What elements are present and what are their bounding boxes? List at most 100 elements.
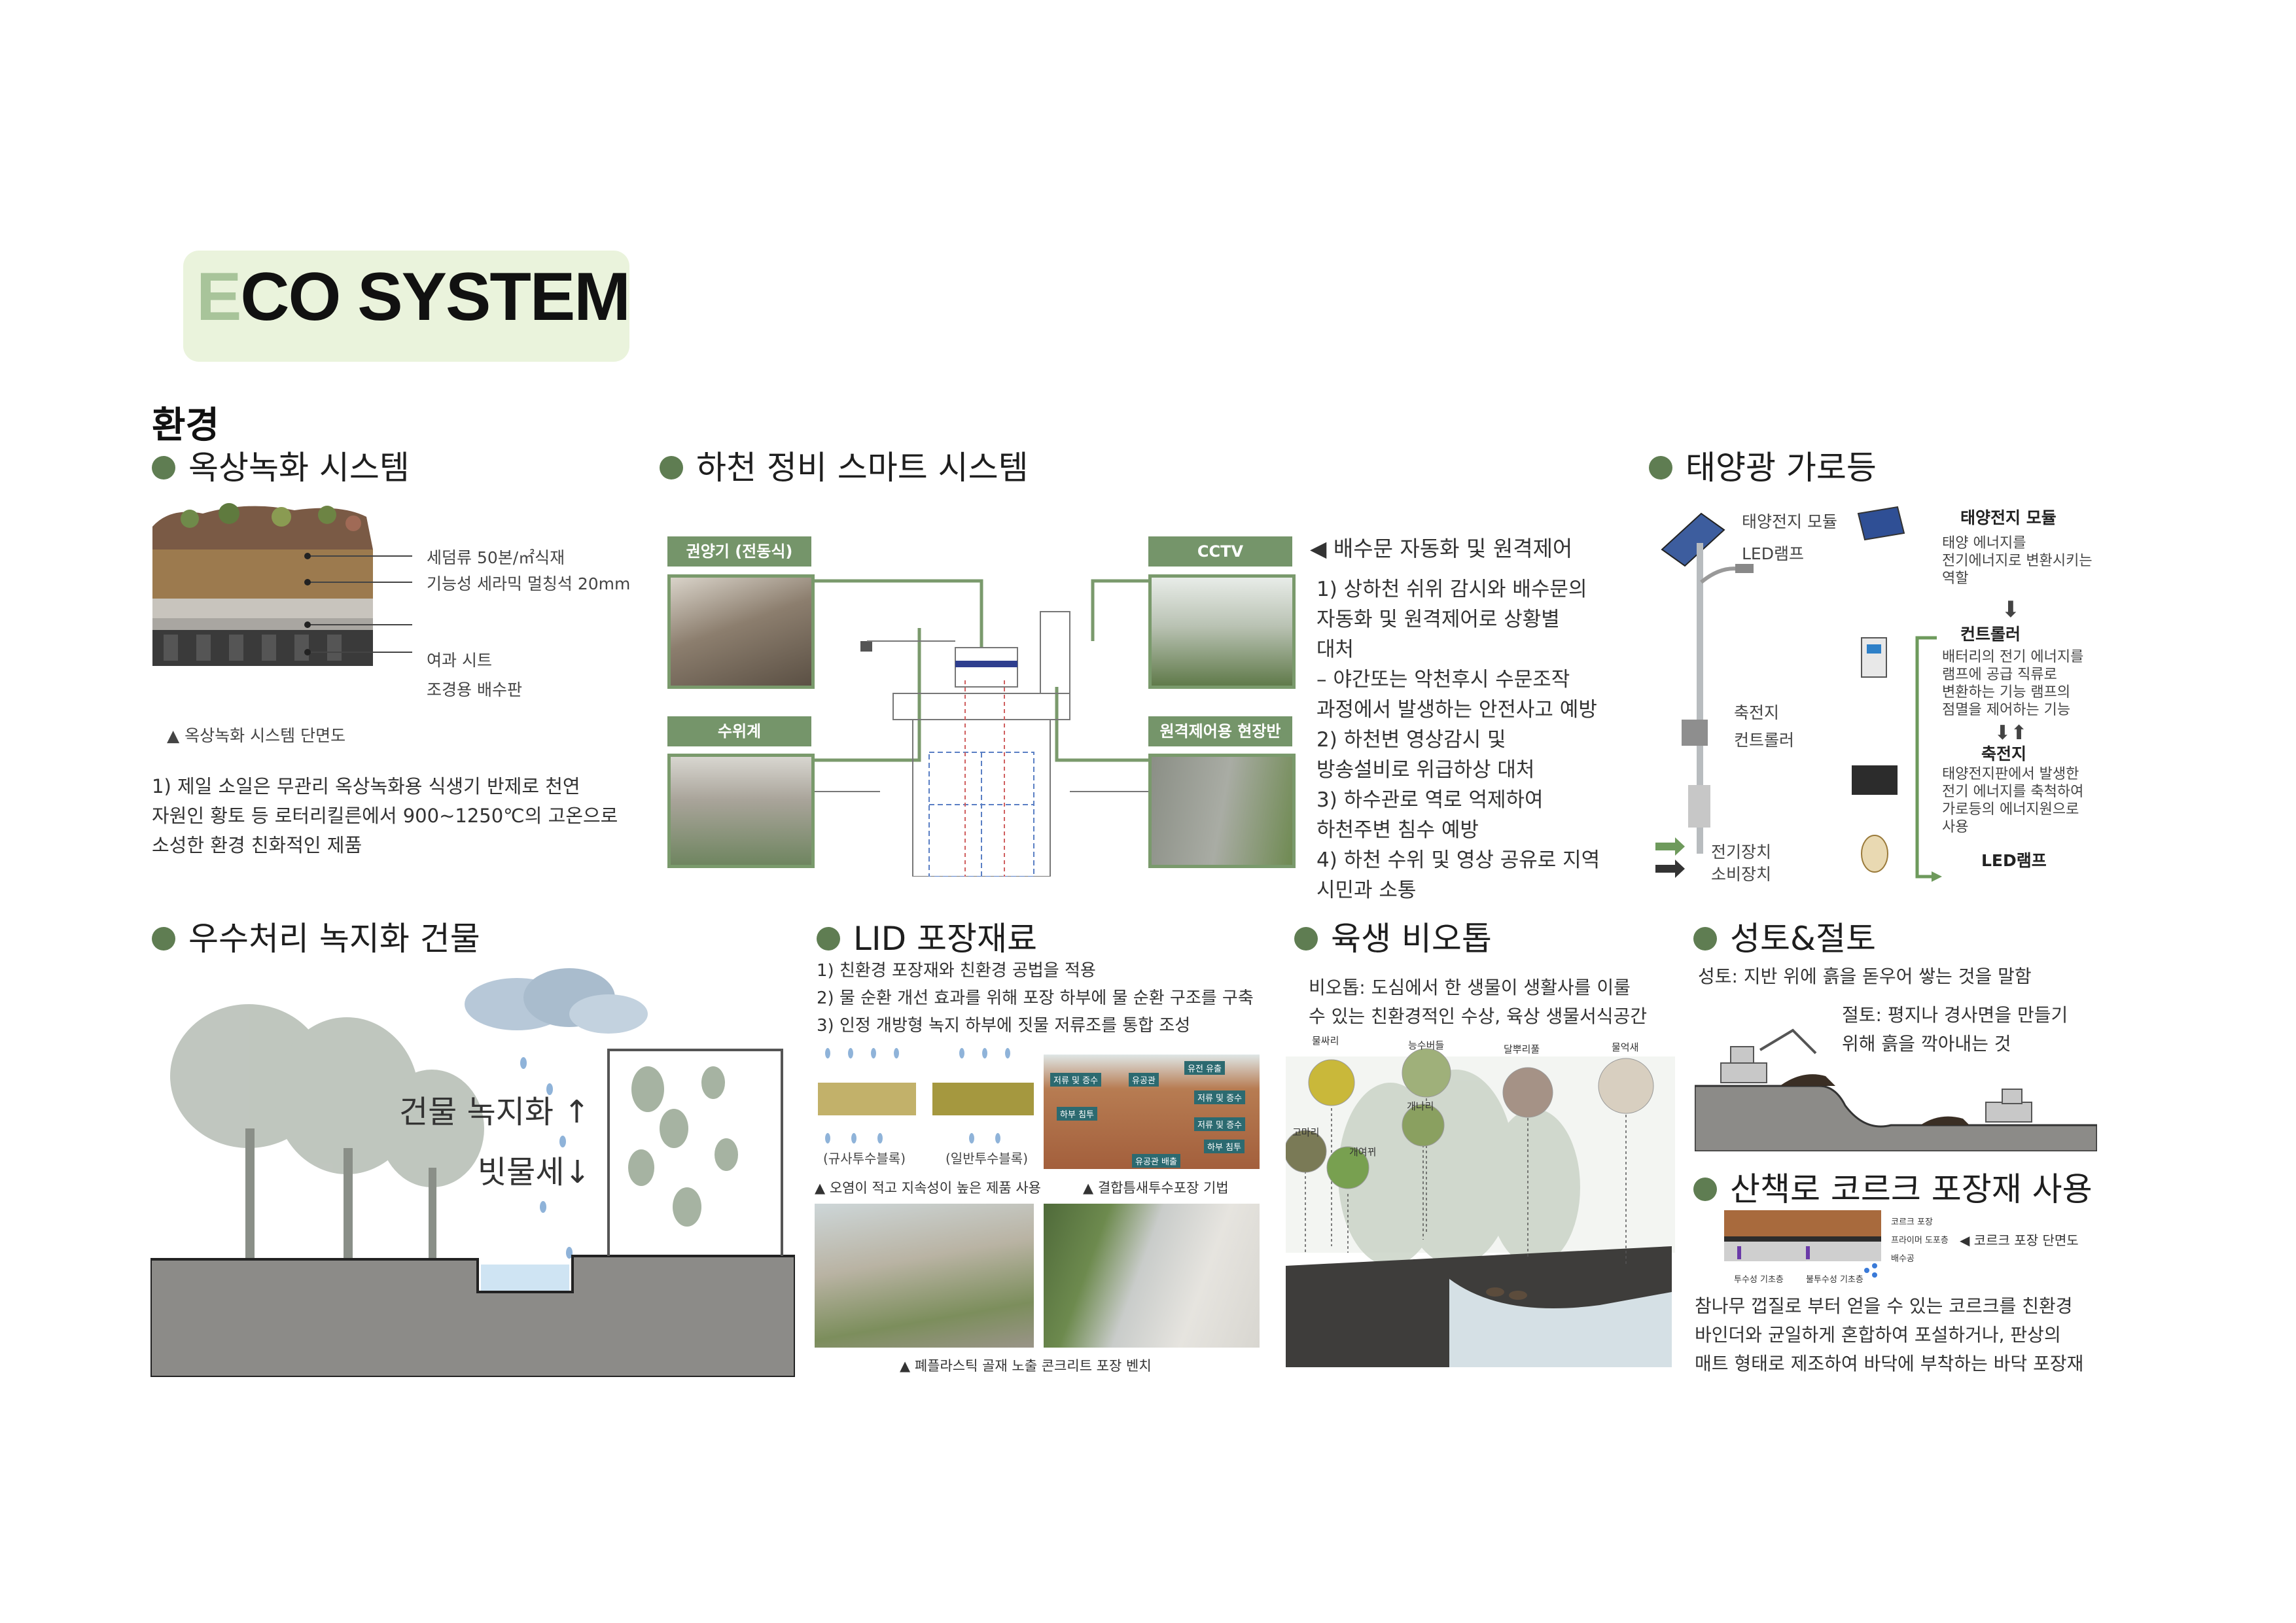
sluice-gate-diagram — [815, 579, 1148, 877]
solar-label-led: LED램프 — [1742, 544, 1804, 563]
rooftop-layer-2: 기능성 세라믹 멀칭석 20mm — [427, 574, 631, 593]
river-desc-title: ◀ 배수문 자동화 및 원격제어 — [1310, 536, 1573, 561]
rooftop-desc-line: 소성한 환경 친화적인 제품 — [152, 834, 362, 856]
bullet-icon — [152, 455, 175, 480]
rooftop-layer-1: 세덤류 50본/㎡식재 — [427, 548, 565, 567]
label-rain-tax: 빗물세 — [478, 1154, 565, 1191]
biotope-heading: 육생 비오톱 — [1294, 913, 1492, 960]
flow-text: 점멸을 제어하는 기능 — [1942, 702, 2071, 718]
rooftop-description: 1) 제일 소일은 무관리 옥상녹화용 식생기 반제로 천연 자원인 황토 등 … — [152, 772, 662, 860]
title-banner — [183, 251, 629, 362]
diagram-tag: 유공관 — [1129, 1073, 1159, 1087]
lid-caption-1: ▲ 오염이 적고 지속성이 높은 제품 사용 — [815, 1180, 1042, 1196]
cork-heading: 산책로 코르크 포장재 사용 — [1693, 1163, 2093, 1210]
flow-text: 태양전지판에서 발생한 — [1942, 766, 2079, 782]
bullet-icon — [1649, 455, 1672, 480]
river-desc-line: 4) 하천 수위 및 영상 공유로 지역 — [1316, 848, 1600, 872]
biotope-heading-text: 육생 비오톱 — [1331, 920, 1492, 958]
cork-desc-line: 참나무 껍질로 부터 얻을 수 있는 코르크를 친환경 — [1695, 1295, 2073, 1317]
biotope-desc-line: 비오톱: 도심에서 한 생물이 생활사를 이룰 — [1309, 977, 1631, 998]
badge-remote-panel: 원격제어용 현장반 — [1148, 716, 1292, 746]
flow-title-module: 태양전지 모듈 — [1960, 508, 2057, 527]
plant-label: 물억새 — [1612, 1041, 1639, 1053]
solar-label-battery: 축전지 — [1734, 703, 1780, 722]
river-desc-line: 과정에서 발생하는 안전사고 예방 — [1316, 698, 1597, 722]
river-desc-line: 2) 하천변 영상감시 및 — [1316, 728, 1506, 752]
flow-text: 변환하는 기능 램프의 — [1942, 684, 2071, 701]
river-heading-text: 하천 정비 스마트 시스템 — [696, 449, 1029, 487]
rainwater-heading: 우수처리 녹지화 건물 — [152, 913, 480, 960]
bullet-icon — [1693, 1177, 1717, 1201]
flow-text: 배터리의 전기 에너지를 — [1942, 649, 2084, 665]
cork-desc-line: 바인더와 균일하게 혼합하여 포설하거나, 판상의 — [1695, 1324, 2061, 1346]
flow-text: 램프에 공급 직류로 — [1942, 667, 2057, 683]
flow-text: 사용 — [1942, 819, 1969, 835]
cutfill-heading-text: 성토&절토 — [1730, 920, 1876, 958]
cork-tag: 투수성 기초층 — [1734, 1275, 1784, 1285]
diagram-tag: 하부 침투 — [1204, 1140, 1245, 1153]
lid-line: 2) 물 순환 개선 효과를 위해 포장 하부에 물 순환 구조를 구축 — [817, 988, 1254, 1008]
flow-text: 전기 에너지를 축척하여 — [1942, 784, 2084, 800]
diagram-tag: 하부 침투 — [1057, 1107, 1097, 1121]
diagram-tag: 저류 및 증수 — [1194, 1117, 1246, 1131]
river-desc-line: 3) 하수관로 역로 억제하여 — [1316, 788, 1544, 812]
section-label: 환경 — [152, 404, 220, 447]
cctv-photo — [1148, 574, 1296, 689]
lid-heading: LID 포장재료 — [817, 913, 1037, 960]
bullet-icon — [1693, 926, 1717, 951]
lid-line: 3) 인정 개방형 녹지 하부에 짓물 저류조를 통합 조성 — [817, 1016, 1191, 1036]
cutfill-line-2: 절토: 평지나 경사면을 만들기 위해 흙을 깍아내는 것 — [1842, 1001, 2068, 1058]
rainwater-heading-text: 우수처리 녹지화 건물 — [188, 920, 480, 958]
title-first-letter: E — [196, 259, 241, 335]
badge-gauge: 수위계 — [667, 716, 811, 746]
cork-heading-text: 산책로 코르크 포장재 사용 — [1730, 1170, 2093, 1208]
badge-hoist: 권양기 (전동식) — [667, 536, 811, 567]
diagram-tag: 유전 유출 — [1184, 1061, 1225, 1075]
label-building-green: 건물 녹지화 — [399, 1094, 554, 1130]
solar-flow-chart: 태양전지 모듈 태양 에너지를 전기에너지로 변환시키는 역할 ⬇ 컨트롤러 배… — [1942, 509, 2106, 869]
plant-label: 달뿌리풀 — [1504, 1043, 1540, 1055]
title-rest: CO SYSTEM — [240, 259, 631, 335]
arrow-up-icon: ↑ — [563, 1094, 590, 1130]
rooftop-heading: 옥상녹화 시스템 — [152, 442, 410, 489]
bullet-icon — [152, 926, 175, 951]
cutfill-line-1: 성토: 지반 위에 흙을 돋우어 쌓는 것을 말함 — [1698, 966, 2032, 987]
rooftop-heading-text: 옥상녹화 시스템 — [188, 449, 410, 487]
cutfill-heading: 성토&절토 — [1693, 913, 1876, 960]
river-desc-line: 시민과 소통 — [1316, 879, 1417, 902]
flow-text: 역할 — [1942, 570, 1969, 587]
cork-description: 참나무 껍질로 부터 얻을 수 있는 코르크를 친환경 바인더와 균일하게 혼합… — [1695, 1292, 2120, 1378]
diagram-tag: 유공관 배출 — [1132, 1154, 1180, 1168]
solar-streetlight-illustration — [1655, 506, 1905, 878]
flow-arrow-updown-icon: ⬇⬆ — [1994, 722, 2028, 744]
river-desc-line: – 야간또는 악천후시 수문조작 — [1316, 668, 1570, 691]
legend-consume: 소비장치 — [1711, 865, 1772, 884]
lid-line: 1) 친환경 포장재와 친환경 공법을 적용 — [817, 961, 1096, 981]
solar-label-module: 태양전지 모듈 — [1742, 512, 1837, 531]
cutfill-line-2a: 절토: 평지나 경사면을 만들기 — [1842, 1004, 2068, 1026]
rainwater-label-tax: 빗물세↓ — [478, 1146, 591, 1192]
page-title: ECO SYSTEM — [196, 258, 631, 336]
cork-tag: 프라이머 도포층 — [1891, 1236, 1949, 1246]
plant-label: 개나리 — [1407, 1100, 1434, 1112]
flow-text: 가로등의 에너지원으로 — [1942, 801, 2079, 818]
cork-caption: ◀ 코르크 포장 단면도 — [1960, 1232, 2079, 1248]
plant-label: 능수버들 — [1408, 1039, 1445, 1051]
bullet-icon — [660, 455, 683, 480]
rooftop-desc-line: 1) 제일 소일은 무관리 옥상녹화용 식생기 반제로 천연 — [152, 775, 580, 797]
solar-heading-text: 태양광 가로등 — [1686, 449, 1877, 487]
river-description: 1) 상하천 쉬위 감시와 배수문의 자동화 및 원격제어로 상황별 대처 – … — [1316, 574, 1644, 905]
gauge-photo — [667, 754, 815, 868]
flow-arrow-down-icon: ⬇ — [2001, 597, 2021, 623]
biotope-illustration — [1286, 1048, 1675, 1367]
diagram-tag: 저류 및 증수 — [1194, 1091, 1246, 1104]
bullet-icon — [817, 926, 840, 951]
lid-heading-text: LID 포장재료 — [853, 920, 1037, 958]
rainwater-label-green: 건물 녹지화 ↑ — [399, 1086, 590, 1132]
rooftop-layer-4: 조경용 배수판 — [427, 680, 522, 699]
lid-description: 1) 친환경 포장재와 친환경 공법을 적용 2) 물 순환 개선 효과를 위해… — [817, 957, 1307, 1039]
plant-label: 개여뀌 — [1349, 1146, 1377, 1158]
hoist-photo — [667, 574, 815, 689]
rooftop-section-diagram — [152, 503, 412, 666]
cork-desc-line: 매트 형태로 제조하여 바닥에 부착하는 바닥 포장재 — [1695, 1353, 2084, 1374]
